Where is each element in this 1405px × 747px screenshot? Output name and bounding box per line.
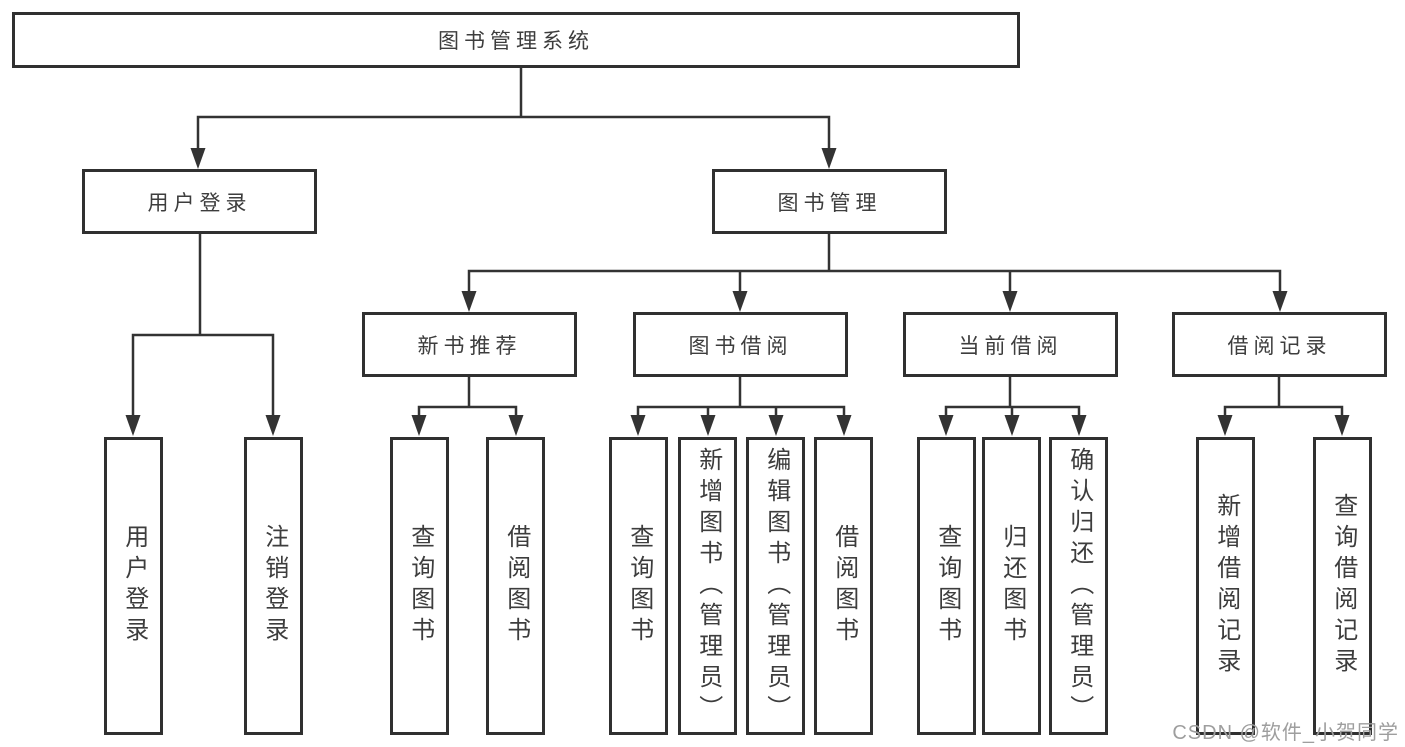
node-book-management: 图书管理 bbox=[712, 169, 947, 234]
node-borrow-records: 借阅记录 bbox=[1172, 312, 1387, 377]
node-label: 借阅图书 bbox=[502, 524, 530, 648]
node-label: 当前借阅 bbox=[958, 334, 1063, 358]
arrowhead bbox=[768, 415, 784, 436]
csdn-watermark: CSDN @软件_小贺同学 bbox=[1172, 722, 1399, 744]
arrowhead bbox=[1002, 291, 1018, 312]
node-user-login: 用户登录 bbox=[82, 169, 317, 234]
arrowhead bbox=[630, 415, 646, 436]
leaf-add-book-admin: 新增图书（管理员） bbox=[678, 437, 737, 735]
leaf-borrow-books: 借阅图书 bbox=[814, 437, 873, 735]
leaf-confirm-return-admin: 确认归还（管理员） bbox=[1049, 437, 1108, 735]
arrowhead bbox=[1071, 415, 1087, 436]
node-label: 查询图书 bbox=[625, 524, 653, 648]
node-label: 借阅图书 bbox=[830, 524, 858, 648]
node-label: 注销登录 bbox=[260, 524, 288, 648]
leaf-user-login: 用户登录 bbox=[104, 437, 163, 735]
node-label: 新书推荐 bbox=[417, 334, 522, 358]
leaf-logout-login: 注销登录 bbox=[244, 437, 303, 735]
arrowhead bbox=[461, 291, 477, 312]
node-label: 图书管理 bbox=[777, 191, 882, 215]
arrowhead bbox=[732, 291, 748, 312]
node-label: 图书借阅 bbox=[688, 334, 793, 358]
node-label: 归还图书 bbox=[998, 524, 1026, 648]
leaf-add-borrow-record: 新增借阅记录 bbox=[1196, 437, 1255, 735]
leaf-query-borrow-record: 查询借阅记录 bbox=[1313, 437, 1372, 735]
arrowhead bbox=[1272, 291, 1288, 312]
node-label: 查询图书 bbox=[933, 524, 961, 648]
connector-borrow-records-children bbox=[1223, 375, 1344, 419]
node-library-management-system: 图书管理系统 bbox=[12, 12, 1020, 68]
connector-current-borrow-children bbox=[944, 375, 1081, 419]
node-label: 查询借阅记录 bbox=[1329, 493, 1357, 679]
arrowhead bbox=[1217, 415, 1233, 436]
node-label: 用户登录 bbox=[120, 524, 148, 648]
connector-user-login-children bbox=[131, 232, 275, 419]
node-book-borrow: 图书借阅 bbox=[633, 312, 848, 377]
node-label: 确认归还（管理员） bbox=[1065, 446, 1093, 726]
leaf-query-books-recommend: 查询图书 bbox=[390, 437, 449, 735]
node-current-borrow: 当前借阅 bbox=[903, 312, 1118, 377]
arrowhead bbox=[836, 415, 852, 436]
connector-book-management-children bbox=[467, 232, 1282, 295]
arrowhead bbox=[508, 415, 524, 436]
leaf-borrow-books-recommend: 借阅图书 bbox=[486, 437, 545, 735]
leaf-return-book: 归还图书 bbox=[982, 437, 1041, 735]
arrowhead bbox=[265, 415, 281, 436]
node-label: 用户登录 bbox=[147, 191, 252, 215]
arrowhead bbox=[938, 415, 954, 436]
arrowhead bbox=[821, 148, 837, 169]
node-label: 编辑图书（管理员） bbox=[762, 446, 790, 726]
arrowhead bbox=[700, 415, 716, 436]
arrowhead bbox=[1004, 415, 1020, 436]
connector-book-borrow-children bbox=[636, 375, 846, 419]
node-label: 借阅记录 bbox=[1227, 334, 1332, 358]
node-new-book-recommend: 新书推荐 bbox=[362, 312, 577, 377]
connector-new-book-children bbox=[417, 375, 518, 419]
leaf-query-books-current: 查询图书 bbox=[917, 437, 976, 735]
arrowhead bbox=[125, 415, 141, 436]
leaf-edit-book-admin: 编辑图书（管理员） bbox=[746, 437, 805, 735]
leaf-query-books-borrow: 查询图书 bbox=[609, 437, 668, 735]
arrowhead bbox=[1334, 415, 1350, 436]
node-label: 新增借阅记录 bbox=[1212, 493, 1240, 679]
node-label: 新增图书（管理员） bbox=[694, 446, 722, 726]
node-label: 图书管理系统 bbox=[438, 30, 594, 53]
arrowhead bbox=[411, 415, 427, 436]
connector-root-to-level1 bbox=[196, 66, 831, 152]
arrowhead bbox=[190, 148, 206, 169]
node-label: 查询图书 bbox=[406, 524, 434, 648]
